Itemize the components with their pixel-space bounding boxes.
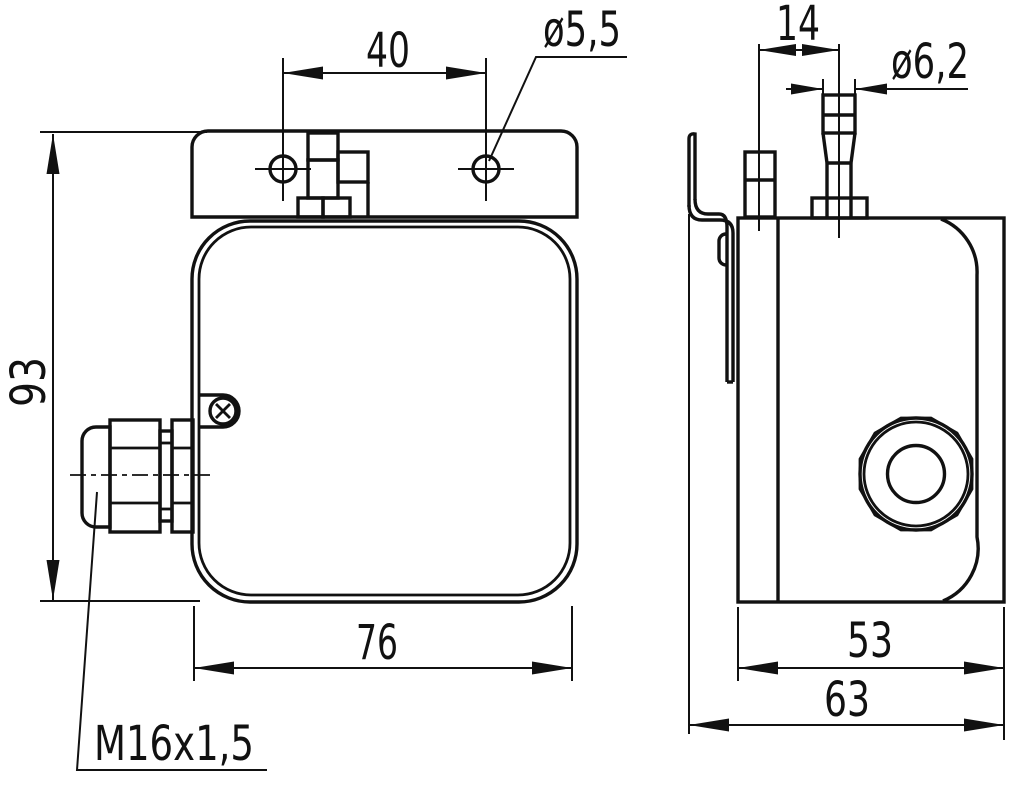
dimension-63-label: 63	[824, 672, 870, 728]
terminal-block-front	[296, 131, 370, 219]
knurl-ring	[858, 416, 974, 532]
dimension-overall-depth: 63	[688, 214, 1004, 734]
front-view: 40 ø5,5 93 76 M16x1,5	[1, 2, 627, 772]
dimension-m16-label: M16x1,5	[94, 716, 254, 772]
cable-gland	[70, 418, 215, 534]
label-gland-thread: M16x1,5	[75, 491, 267, 772]
dimension-hole-diameter: ø5,5	[488, 2, 627, 162]
dimension-dia55-label: ø5,5	[543, 2, 621, 58]
side-body	[736, 216, 1006, 604]
dimension-76-label: 76	[356, 615, 398, 671]
housing-cover-outer	[190, 219, 579, 604]
gland-dome-cap	[80, 425, 112, 529]
dimension-hole-spacing: 40	[283, 23, 486, 80]
mounting-hole-left	[255, 58, 311, 201]
dimension-14-label: 14	[776, 0, 820, 52]
mounting-bracket-side	[687, 132, 735, 384]
cover-screw	[200, 393, 241, 429]
dimension-40-label: 40	[366, 23, 410, 79]
mounting-flange	[190, 129, 579, 219]
side-cover-silhouette	[940, 217, 980, 603]
gland-neck	[158, 429, 174, 523]
gland-nut-outer	[108, 418, 162, 534]
dimension-overall-height: 93	[1, 131, 207, 602]
mounting-hole-right	[458, 58, 514, 201]
circular-connector	[858, 416, 974, 532]
dimension-terminal-diameter: ø6,2	[786, 34, 969, 97]
bracket-nub	[717, 232, 727, 267]
dimension-53-label: 53	[847, 613, 893, 669]
housing-cover-inner	[197, 225, 572, 597]
dimension-body-depth: 53	[737, 607, 1005, 740]
dimension-body-width: 76	[193, 606, 573, 681]
dimension-terminal-spacing: 14	[758, 0, 840, 238]
dimension-93-label: 93	[1, 357, 57, 407]
side-view: 14 ø6,2 53 63	[687, 0, 1006, 740]
gland-nut-inner	[170, 418, 195, 534]
dimension-dia62-label: ø6,2	[891, 34, 969, 90]
